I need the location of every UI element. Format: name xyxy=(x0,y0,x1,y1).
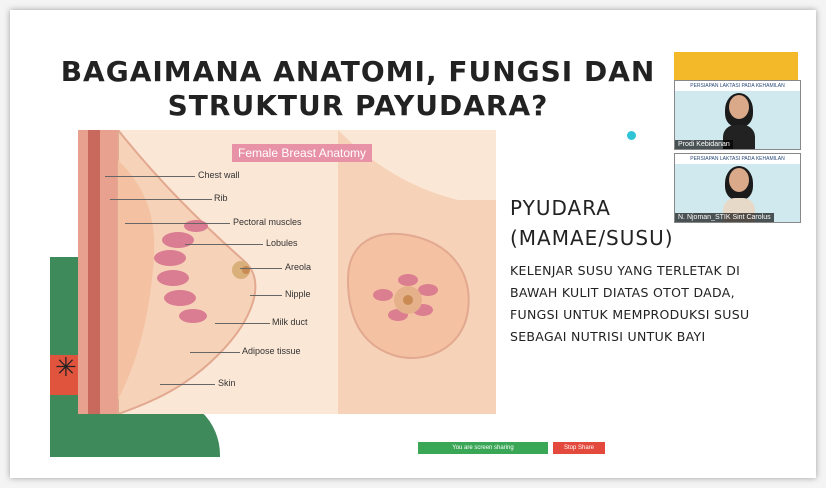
label-line xyxy=(105,176,195,177)
stop-share-button[interactable]: Stop Share xyxy=(553,442,605,454)
description-line-1: KELENJAR SUSU YANG TERLETAK DI xyxy=(510,260,749,282)
label-line xyxy=(125,223,230,224)
label-line xyxy=(160,384,215,385)
label-lobules: Lobules xyxy=(266,238,298,248)
heading-line-1: PYUDARA xyxy=(510,193,674,223)
cyan-dot-decoration xyxy=(627,131,636,140)
label-pectoral-muscles: Pectoral muscles xyxy=(233,217,302,227)
breast-anatomy-diagram xyxy=(78,130,496,414)
description-line-3: FUNGSI UNTUK MEMPRODUKSI SUSU xyxy=(510,304,749,326)
label-adipose-tissue: Adipose tissue xyxy=(242,346,301,356)
label-line xyxy=(215,323,270,324)
star-icon: ✳ xyxy=(55,352,77,383)
content-description: KELENJAR SUSU YANG TERLETAK DI BAWAH KUL… xyxy=(510,260,749,348)
content-heading: PYUDARA (MAMAE/SUSU) xyxy=(510,193,674,253)
participant-name: N. Njoman_STIK Sint Carolus xyxy=(675,213,774,222)
participant-name: Prodi Kebidanan xyxy=(675,140,733,149)
heading-line-2: (MAMAE/SUSU) xyxy=(510,223,674,253)
video-banner: PERSIAPAN LAKTASI PADA KEHAMILAN xyxy=(675,81,800,91)
label-skin: Skin xyxy=(218,378,236,388)
label-rib: Rib xyxy=(214,193,228,203)
label-line xyxy=(185,244,263,245)
description-line-2: BAWAH KULIT DIATAS OTOT DADA, xyxy=(510,282,749,304)
participant-video-1[interactable]: PERSIAPAN LAKTASI PADA KEHAMILAN Prodi K… xyxy=(674,80,801,150)
label-milk-duct: Milk duct xyxy=(272,317,308,327)
screen-sharing-indicator: You are screen sharing xyxy=(418,442,548,454)
label-line xyxy=(250,295,282,296)
description-line-4: SEBAGAI NUTRISI UNTUK BAYI xyxy=(510,326,749,348)
anatomy-illustration xyxy=(78,130,496,414)
label-nipple: Nipple xyxy=(285,289,311,299)
participant-video-2[interactable]: PERSIAPAN LAKTASI PADA KEHAMILAN N. Njom… xyxy=(674,153,801,223)
label-chest-wall: Chest wall xyxy=(198,170,240,180)
label-areola: Areola xyxy=(285,262,311,272)
label-line xyxy=(110,199,212,200)
label-line xyxy=(190,352,240,353)
label-line xyxy=(240,268,282,269)
video-banner: PERSIAPAN LAKTASI PADA KEHAMILAN xyxy=(675,154,800,164)
diagram-title: Female Breast Anatomy xyxy=(232,144,372,162)
